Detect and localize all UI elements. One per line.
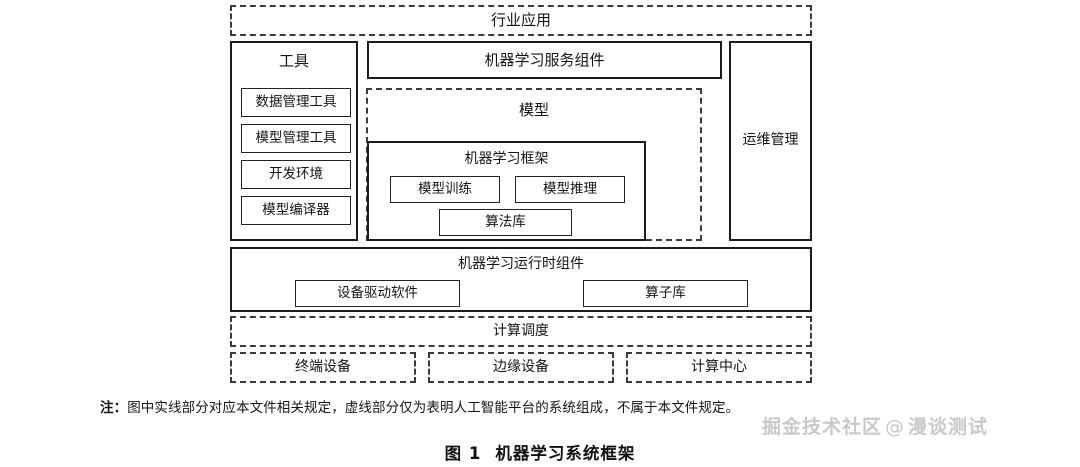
figure-note-text: 图中实线部分对应本文件相关规定，虚线部分仅为表明人工智能平台的系统组成，不属于本… bbox=[127, 400, 740, 416]
runtime-device-driver-label: 设备驱动软件 bbox=[337, 285, 418, 302]
infra-compute-center-label: 计算中心 bbox=[691, 358, 747, 375]
tool-data-management-label: 数据管理工具 bbox=[255, 94, 337, 111]
panel-ml-framework-title: 机器学习框架 bbox=[464, 151, 549, 167]
infra-terminal-device: 终端设备 bbox=[230, 352, 416, 383]
panel-ops-management-label: 运维管理 bbox=[742, 132, 799, 149]
tool-model-compiler-label: 模型编译器 bbox=[262, 202, 330, 219]
tool-model-management-label: 模型管理工具 bbox=[255, 130, 337, 147]
panel-tools-title: 工具 bbox=[278, 52, 309, 70]
layer-ml-runtime-title: 机器学习运行时组件 bbox=[458, 256, 584, 272]
layer-industry-application-label: 行业应用 bbox=[490, 11, 551, 30]
layer-compute-scheduling-label: 计算调度 bbox=[493, 322, 549, 339]
infra-edge-device-label: 边缘设备 bbox=[493, 358, 549, 375]
framework-model-training-label: 模型训练 bbox=[418, 181, 472, 198]
infra-terminal-device-label: 终端设备 bbox=[295, 358, 351, 375]
framework-model-training: 模型训练 bbox=[390, 176, 500, 203]
runtime-operator-library-label: 算子库 bbox=[645, 285, 686, 302]
layer-ml-service-component-label: 机器学习服务组件 bbox=[484, 50, 605, 69]
panel-ops-management: 运维管理 bbox=[729, 41, 812, 241]
layer-ml-runtime: 机器学习运行时组件 设备驱动软件 算子库 bbox=[230, 247, 812, 312]
layer-ml-service-component: 机器学习服务组件 bbox=[367, 41, 722, 79]
figure-caption: 图 1 机器学习系统框架 bbox=[0, 440, 1080, 464]
infra-edge-device: 边缘设备 bbox=[428, 352, 614, 383]
layer-industry-application: 行业应用 bbox=[230, 5, 812, 36]
runtime-device-driver: 设备驱动软件 bbox=[295, 280, 460, 307]
infra-compute-center: 计算中心 bbox=[626, 352, 812, 383]
figure-caption-title: 机器学习系统框架 bbox=[495, 444, 636, 463]
framework-algorithm-library-label: 算法库 bbox=[485, 214, 526, 231]
layer-compute-scheduling: 计算调度 bbox=[230, 316, 812, 347]
panel-ml-framework: 机器学习框架 模型训练 模型推理 算法库 bbox=[367, 141, 646, 241]
framework-model-inference: 模型推理 bbox=[515, 176, 625, 203]
tool-dev-environment-label: 开发环境 bbox=[269, 166, 323, 183]
framework-model-inference-label: 模型推理 bbox=[543, 181, 597, 198]
runtime-operator-library: 算子库 bbox=[583, 280, 748, 307]
figure-note-label: 注： bbox=[100, 400, 128, 416]
framework-algorithm-library: 算法库 bbox=[439, 209, 572, 236]
tool-model-management: 模型管理工具 bbox=[241, 124, 351, 153]
layer-model-title: 模型 bbox=[518, 101, 549, 119]
tool-model-compiler: 模型编译器 bbox=[241, 196, 351, 225]
figure-note: 注：图中实线部分对应本文件相关规定，虚线部分仅为表明人工智能平台的系统组成，不属… bbox=[100, 396, 980, 416]
tool-dev-environment: 开发环境 bbox=[241, 160, 351, 189]
figure-caption-number: 图 1 bbox=[444, 444, 482, 463]
panel-tools: 工具 数据管理工具 模型管理工具 开发环境 模型编译器 bbox=[230, 41, 358, 241]
tool-data-management: 数据管理工具 bbox=[241, 88, 351, 117]
